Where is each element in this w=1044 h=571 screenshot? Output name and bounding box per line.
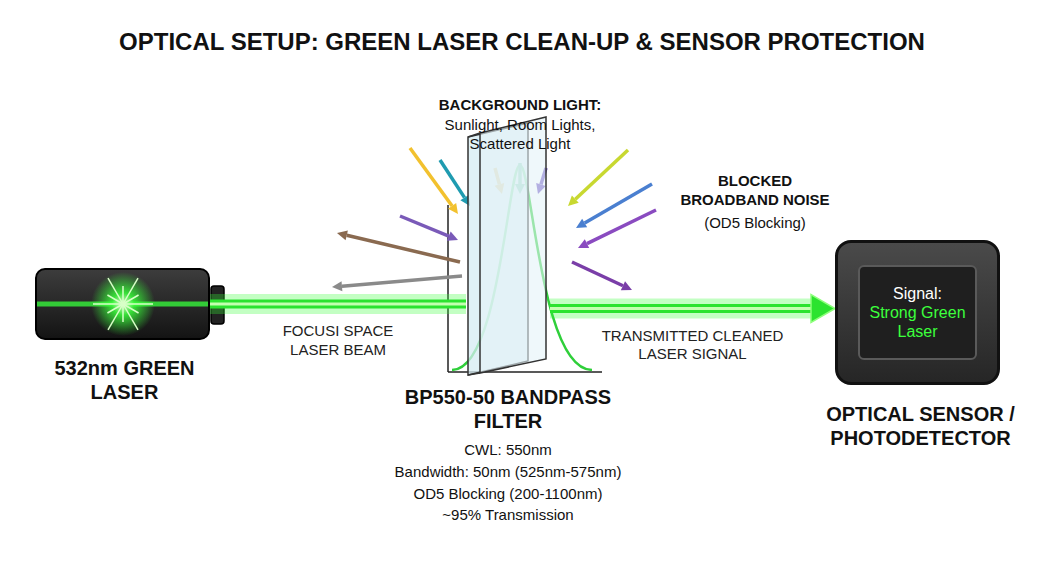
beam-core: [550, 304, 813, 313]
spec-line: OD5 Blocking (200-1100nm): [373, 483, 643, 505]
photodetector-housing: Signal:Strong Green LaserOPTICAL SENSOR …: [835, 240, 1000, 385]
light-ray-head: [332, 281, 342, 291]
arrowhead: [811, 295, 835, 323]
spec-line: ~95% Transmission: [373, 504, 643, 526]
laser-body: 532nm GREEN LASER: [35, 268, 210, 340]
component-name: OPTICAL SENSOR / PHOTODETECTOR: [821, 402, 1021, 450]
light-ray: [587, 210, 656, 244]
light-ray: [575, 150, 628, 199]
light-ray: [410, 148, 452, 206]
light-ray-head: [568, 196, 579, 206]
beam-highlight: [550, 307, 813, 310]
light-ray-head: [448, 203, 458, 214]
glow-ray: [107, 304, 123, 313]
spec-line: Bandwidth: 50nm (525nm-575nm): [373, 461, 643, 483]
blocked-noise-heading: BLOCKED BROADBAND NOISE: [675, 172, 835, 210]
laser-glow-core: [91, 272, 155, 336]
light-ray: [572, 262, 623, 286]
background-light-heading: BACKGROUND LIGHT:: [420, 96, 620, 115]
laser-glow-rays: [93, 278, 153, 330]
screen-caption: Signal:: [893, 284, 942, 303]
blocked-noise-note: (OD5 Blocking): [675, 214, 835, 233]
light-ray-head: [337, 230, 348, 240]
beam-highlight: [210, 303, 466, 306]
diagram-title: OPTICAL SETUP: GREEN LASER CLEAN-UP & SE…: [0, 28, 1044, 56]
laser-glow: [37, 270, 208, 338]
glow-ray: [123, 278, 138, 304]
node-caption-block: BP550-50 BANDPASS FILTER CWL: 550nmBandwi…: [373, 385, 643, 526]
node-caption-block: 532nm GREEN LASER: [35, 356, 215, 410]
glow-ray: [123, 295, 139, 304]
beam-glow: [210, 294, 466, 314]
beam-label: FOCUSI SPACE LASER BEAM: [273, 322, 403, 360]
sensor-screen: Signal:Strong Green Laser: [858, 265, 977, 360]
light-ray: [342, 276, 462, 286]
beam-label: TRANSMITTED CLEANED LASER SIGNAL: [598, 327, 788, 365]
light-ray-head: [578, 239, 589, 248]
glow-ray: [123, 303, 153, 305]
glow-ray: [122, 286, 124, 304]
glow-ray: [108, 304, 123, 330]
glass-edge: [468, 373, 480, 375]
beam-core: [210, 300, 466, 309]
glass-pane-front: [480, 117, 546, 373]
glow-ray: [108, 278, 123, 304]
light-ray: [347, 235, 460, 262]
glow-ray: [123, 304, 138, 330]
glow-ray: [122, 304, 124, 322]
background-light-sources: Sunlight, Room Lights, Scattered Light: [433, 116, 608, 154]
node-caption-block: OPTICAL SENSOR / PHOTODETECTOR: [821, 402, 1021, 456]
graph-axis: [447, 205, 449, 372]
node-content: Signal:Strong Green Laser: [860, 267, 975, 358]
component-name: BP550-50 BANDPASS FILTER: [373, 385, 643, 433]
filter-glass: [466, 115, 550, 377]
spacer: [1, 0, 2, 1]
beam-glow: [550, 299, 813, 319]
glow-ray: [93, 303, 123, 305]
light-ray: [400, 216, 449, 236]
laser-beam: [550, 295, 835, 323]
light-ray-head: [576, 219, 587, 228]
screen-signal: Strong Green Laser: [866, 303, 969, 341]
spec-line: CWL: 550nm: [373, 439, 643, 461]
laser-beam: [210, 304, 466, 305]
light-ray-head: [621, 281, 632, 290]
bandpass-filter: BP550-50 BANDPASS FILTERCWL: 550nmBandwi…: [466, 115, 550, 377]
light-ray-head: [447, 232, 458, 241]
component-name: 532nm GREEN LASER: [35, 356, 215, 404]
light-ray: [440, 160, 465, 198]
